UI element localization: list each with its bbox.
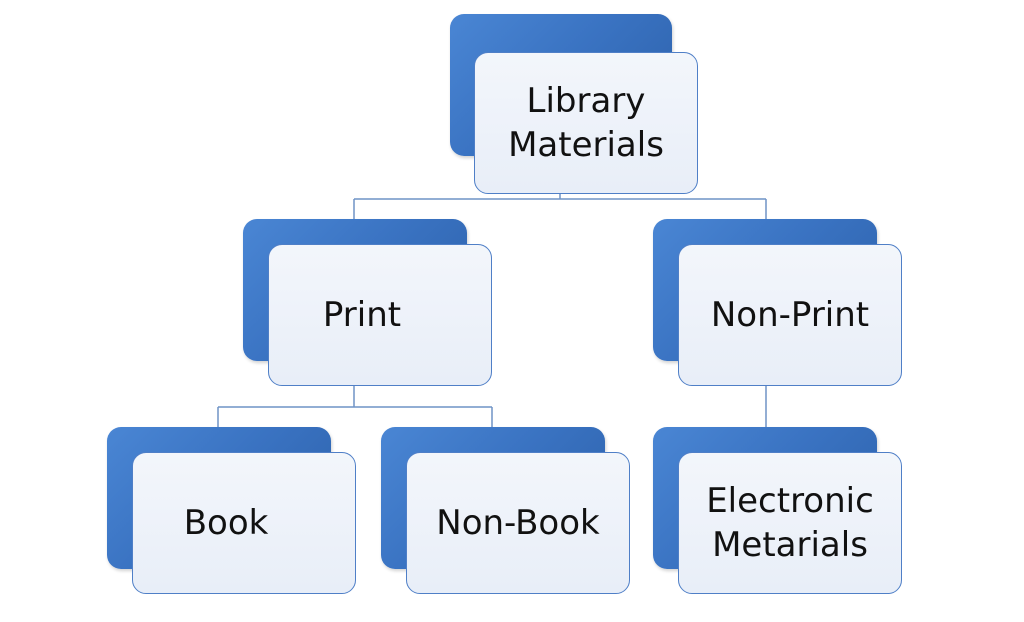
node-label-line-1: Electronic <box>706 480 874 521</box>
node-label-box: Non-Print <box>678 244 902 386</box>
node-label-box: Electronic Metarials <box>678 452 902 594</box>
node-label-line-1: Library <box>526 80 646 121</box>
node-label-box: Library Materials <box>474 52 698 194</box>
node-label: Non-Print <box>710 294 870 335</box>
node-label-line-2: Metarials <box>712 525 868 565</box>
node-label: Print <box>322 294 402 335</box>
node-label-box: Non-Book <box>406 452 630 594</box>
node-label-box: Book <box>132 452 356 594</box>
node-label: Non-Book <box>436 502 600 543</box>
node-label-box: Print <box>268 244 492 386</box>
node-label: Book <box>183 502 269 543</box>
node-label-line-2: Materials <box>508 125 664 165</box>
